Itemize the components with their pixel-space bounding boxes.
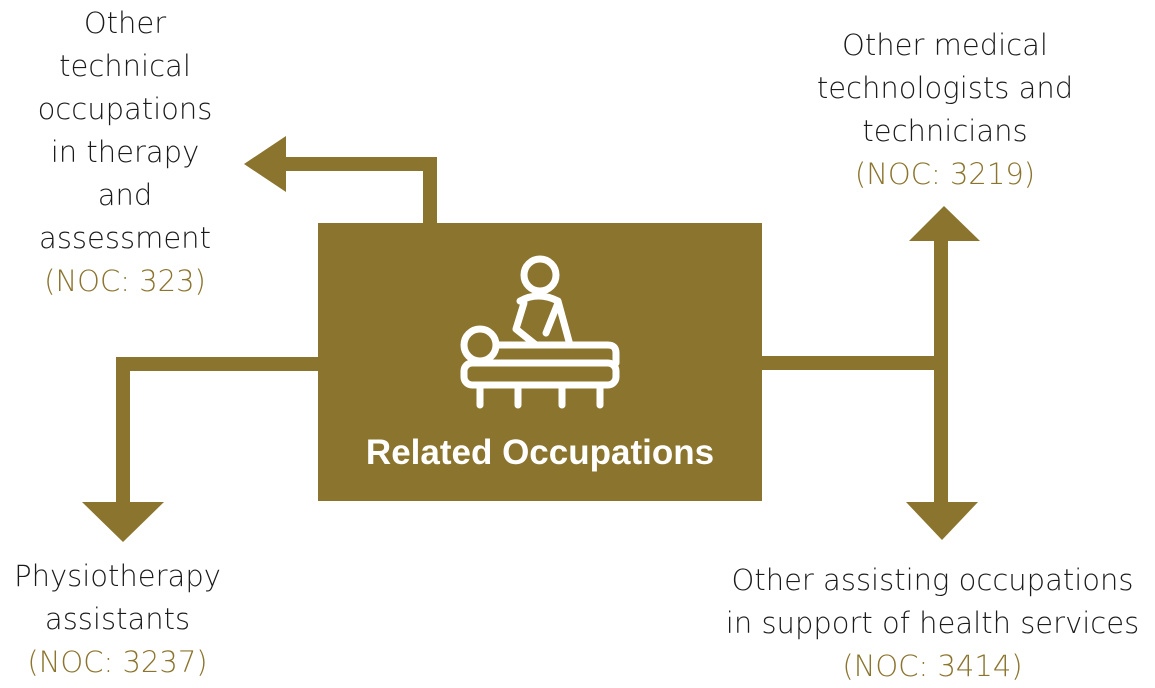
label-line: occupations xyxy=(37,92,213,126)
label-line: in support of health services xyxy=(725,606,1140,640)
label-line: assessment xyxy=(39,221,211,255)
massage-therapy-icon xyxy=(460,255,620,409)
occupation-therapy-assessment: Other technical occupations in therapy a… xyxy=(20,2,230,303)
arrow-to-medical-technologists xyxy=(909,206,980,241)
label-line: assistants xyxy=(44,602,191,636)
noc-code: (NOC: 3219) xyxy=(854,157,1036,191)
arrow-to-therapy-assessment xyxy=(244,136,437,225)
noc-code: (NOC: 323) xyxy=(44,264,206,298)
label-line: technicians xyxy=(862,114,1028,148)
label-line: Other xyxy=(83,6,167,40)
label-line: in therapy xyxy=(50,135,200,169)
occupation-assisting-occupations: Other assisting occupations in support o… xyxy=(710,559,1155,688)
label-line: and xyxy=(97,178,153,212)
label-line: Other assisting occupations xyxy=(731,563,1134,597)
center-box: Related Occupations xyxy=(318,223,762,501)
occupation-physiotherapy-assistants: Physiotherapy assistants (NOC: 3237) xyxy=(0,555,235,684)
label-line: technologists and xyxy=(816,71,1074,105)
arrow-right-connector xyxy=(760,206,980,540)
occupation-medical-technologists: Other medical technologists and technici… xyxy=(790,24,1100,196)
label-line: Other medical xyxy=(842,28,1048,62)
noc-code: (NOC: 3414) xyxy=(842,649,1023,683)
noc-code: (NOC: 3237) xyxy=(27,645,208,679)
arrow-to-physiotherapy-assistants xyxy=(82,357,320,542)
label-line: technical xyxy=(59,49,191,83)
label-line: Physiotherapy xyxy=(14,559,221,593)
center-title: Related Occupations xyxy=(365,433,715,472)
arrow-to-assisting-occupations xyxy=(906,502,978,540)
